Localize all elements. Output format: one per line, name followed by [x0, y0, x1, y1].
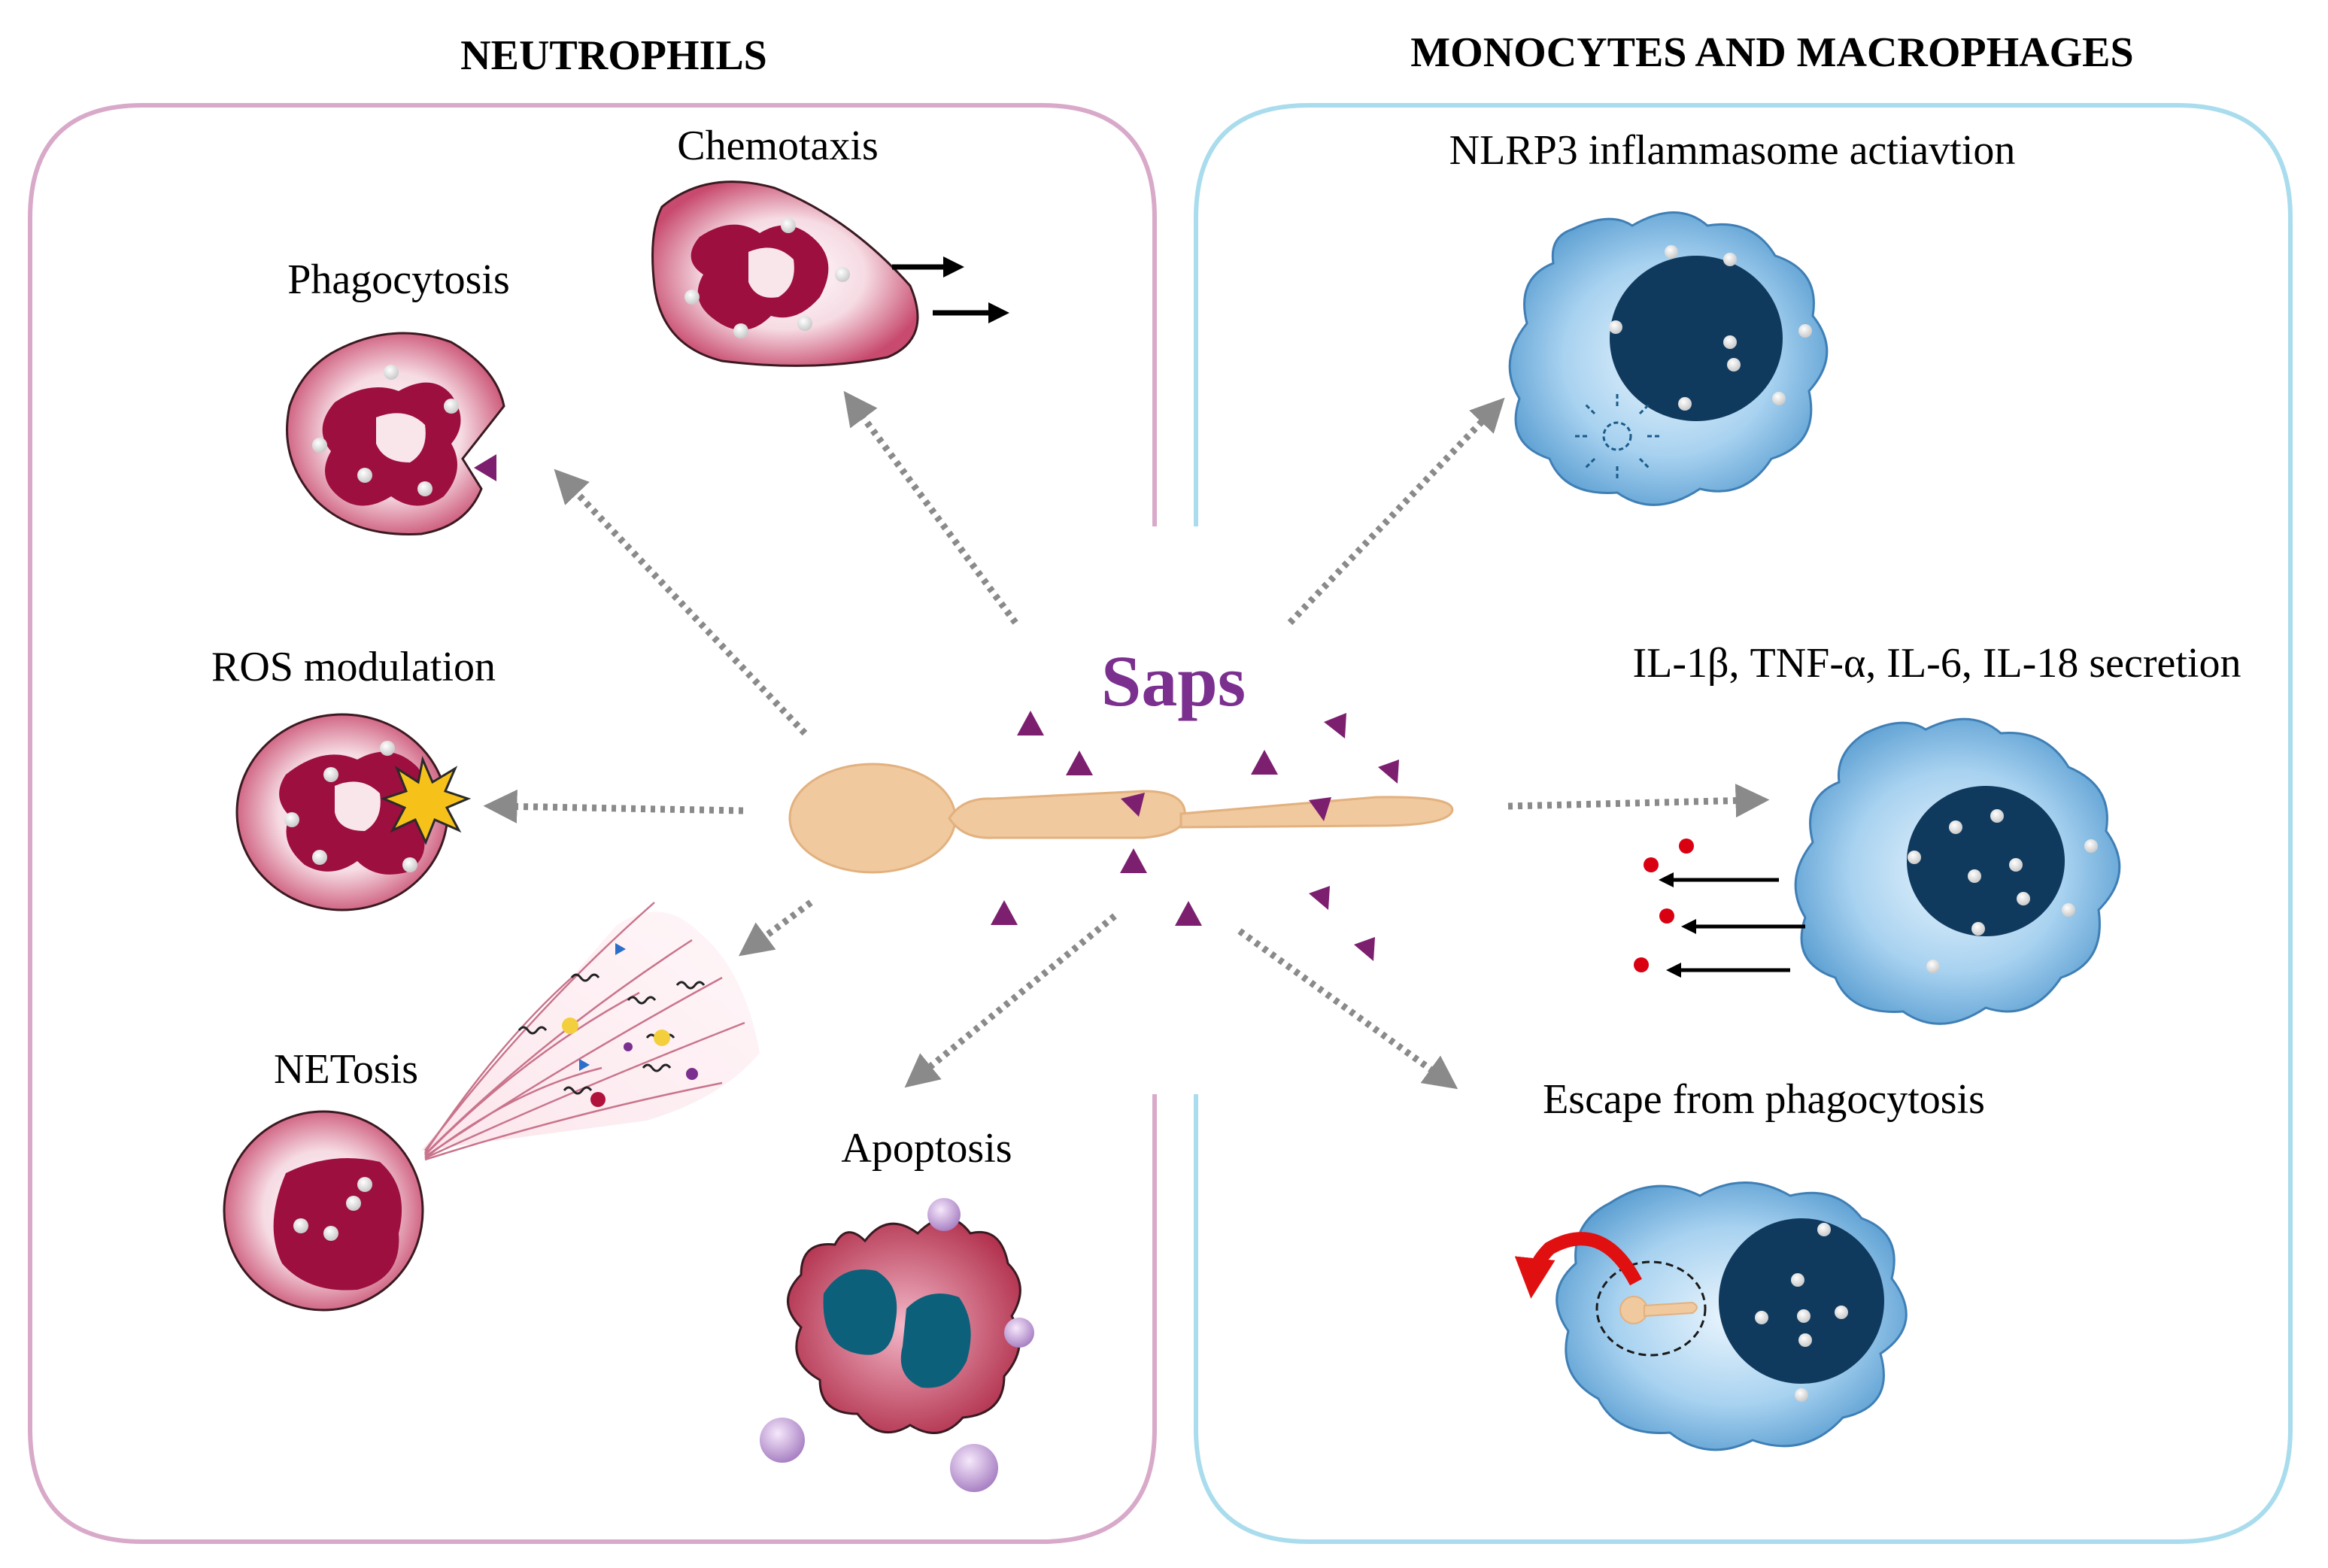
chemotaxis-label: Chemotaxis: [677, 123, 879, 169]
ros-label: ROS modulation: [211, 644, 496, 690]
chemotaxis-motion-arrows: [892, 256, 1009, 323]
apoptotic-neutrophil: [760, 1198, 1034, 1492]
arrow-to-nlrp3: [1287, 397, 1505, 626]
netosis-neutrophil: [223, 1110, 424, 1312]
arrow-to-apoptosis: [904, 913, 1117, 1088]
arrow-to-escape: [1237, 928, 1458, 1090]
arrow-to-chemotaxis: [843, 390, 1018, 625]
neutrophils-header: NEUTROPHILS: [460, 32, 767, 79]
ros-burst-icon: [380, 756, 472, 845]
escape-arrow: [1514, 1232, 1642, 1299]
saps-label: Saps: [1101, 641, 1246, 721]
phagocytosis-neutrophil: [286, 332, 505, 535]
nlrp3-label: NLRP3 inflammasome actiavtion: [1449, 127, 2016, 174]
macrophages-header: MONOCYTES AND MACROPHAGES: [1410, 29, 2133, 76]
candida-hypha: [788, 763, 1454, 874]
escape-macrophage: [1514, 1181, 1908, 1451]
netosis-label: NETosis: [274, 1046, 418, 1093]
ros-neutrophil: [235, 713, 472, 911]
arrow-to-netosis: [738, 899, 813, 957]
dotted-arrows: [483, 390, 1770, 1090]
arrow-to-cytokines: [1507, 784, 1770, 818]
cytokines-label: IL-1β, TNF-α, IL-6, IL-18 secretion: [1633, 640, 2241, 687]
escape-label: Escape from phagocytosis: [1543, 1076, 1985, 1123]
macrophage-panel-border: [1194, 103, 2293, 1544]
net-fibers: [421, 902, 760, 1161]
escaping-hypha: [1619, 1296, 1698, 1324]
inflammasome-icon: [1572, 391, 1662, 481]
arrow-to-phagocytosis: [554, 469, 808, 736]
neutrophil-panel-border: [28, 103, 1157, 1544]
secreting-macrophage: [1794, 717, 2121, 1025]
chemotaxis-neutrophil: [651, 180, 919, 367]
phagocytosis-label: Phagocytosis: [287, 256, 510, 303]
arrow-to-ros: [483, 789, 744, 823]
saps-triangles: [991, 711, 1399, 961]
apoptosis-label: Apoptosis: [841, 1125, 1012, 1172]
phagosome-outline: [1595, 1260, 1707, 1357]
cytokine-release: [1634, 839, 1805, 978]
nlrp3-macrophage: [1508, 211, 1829, 506]
